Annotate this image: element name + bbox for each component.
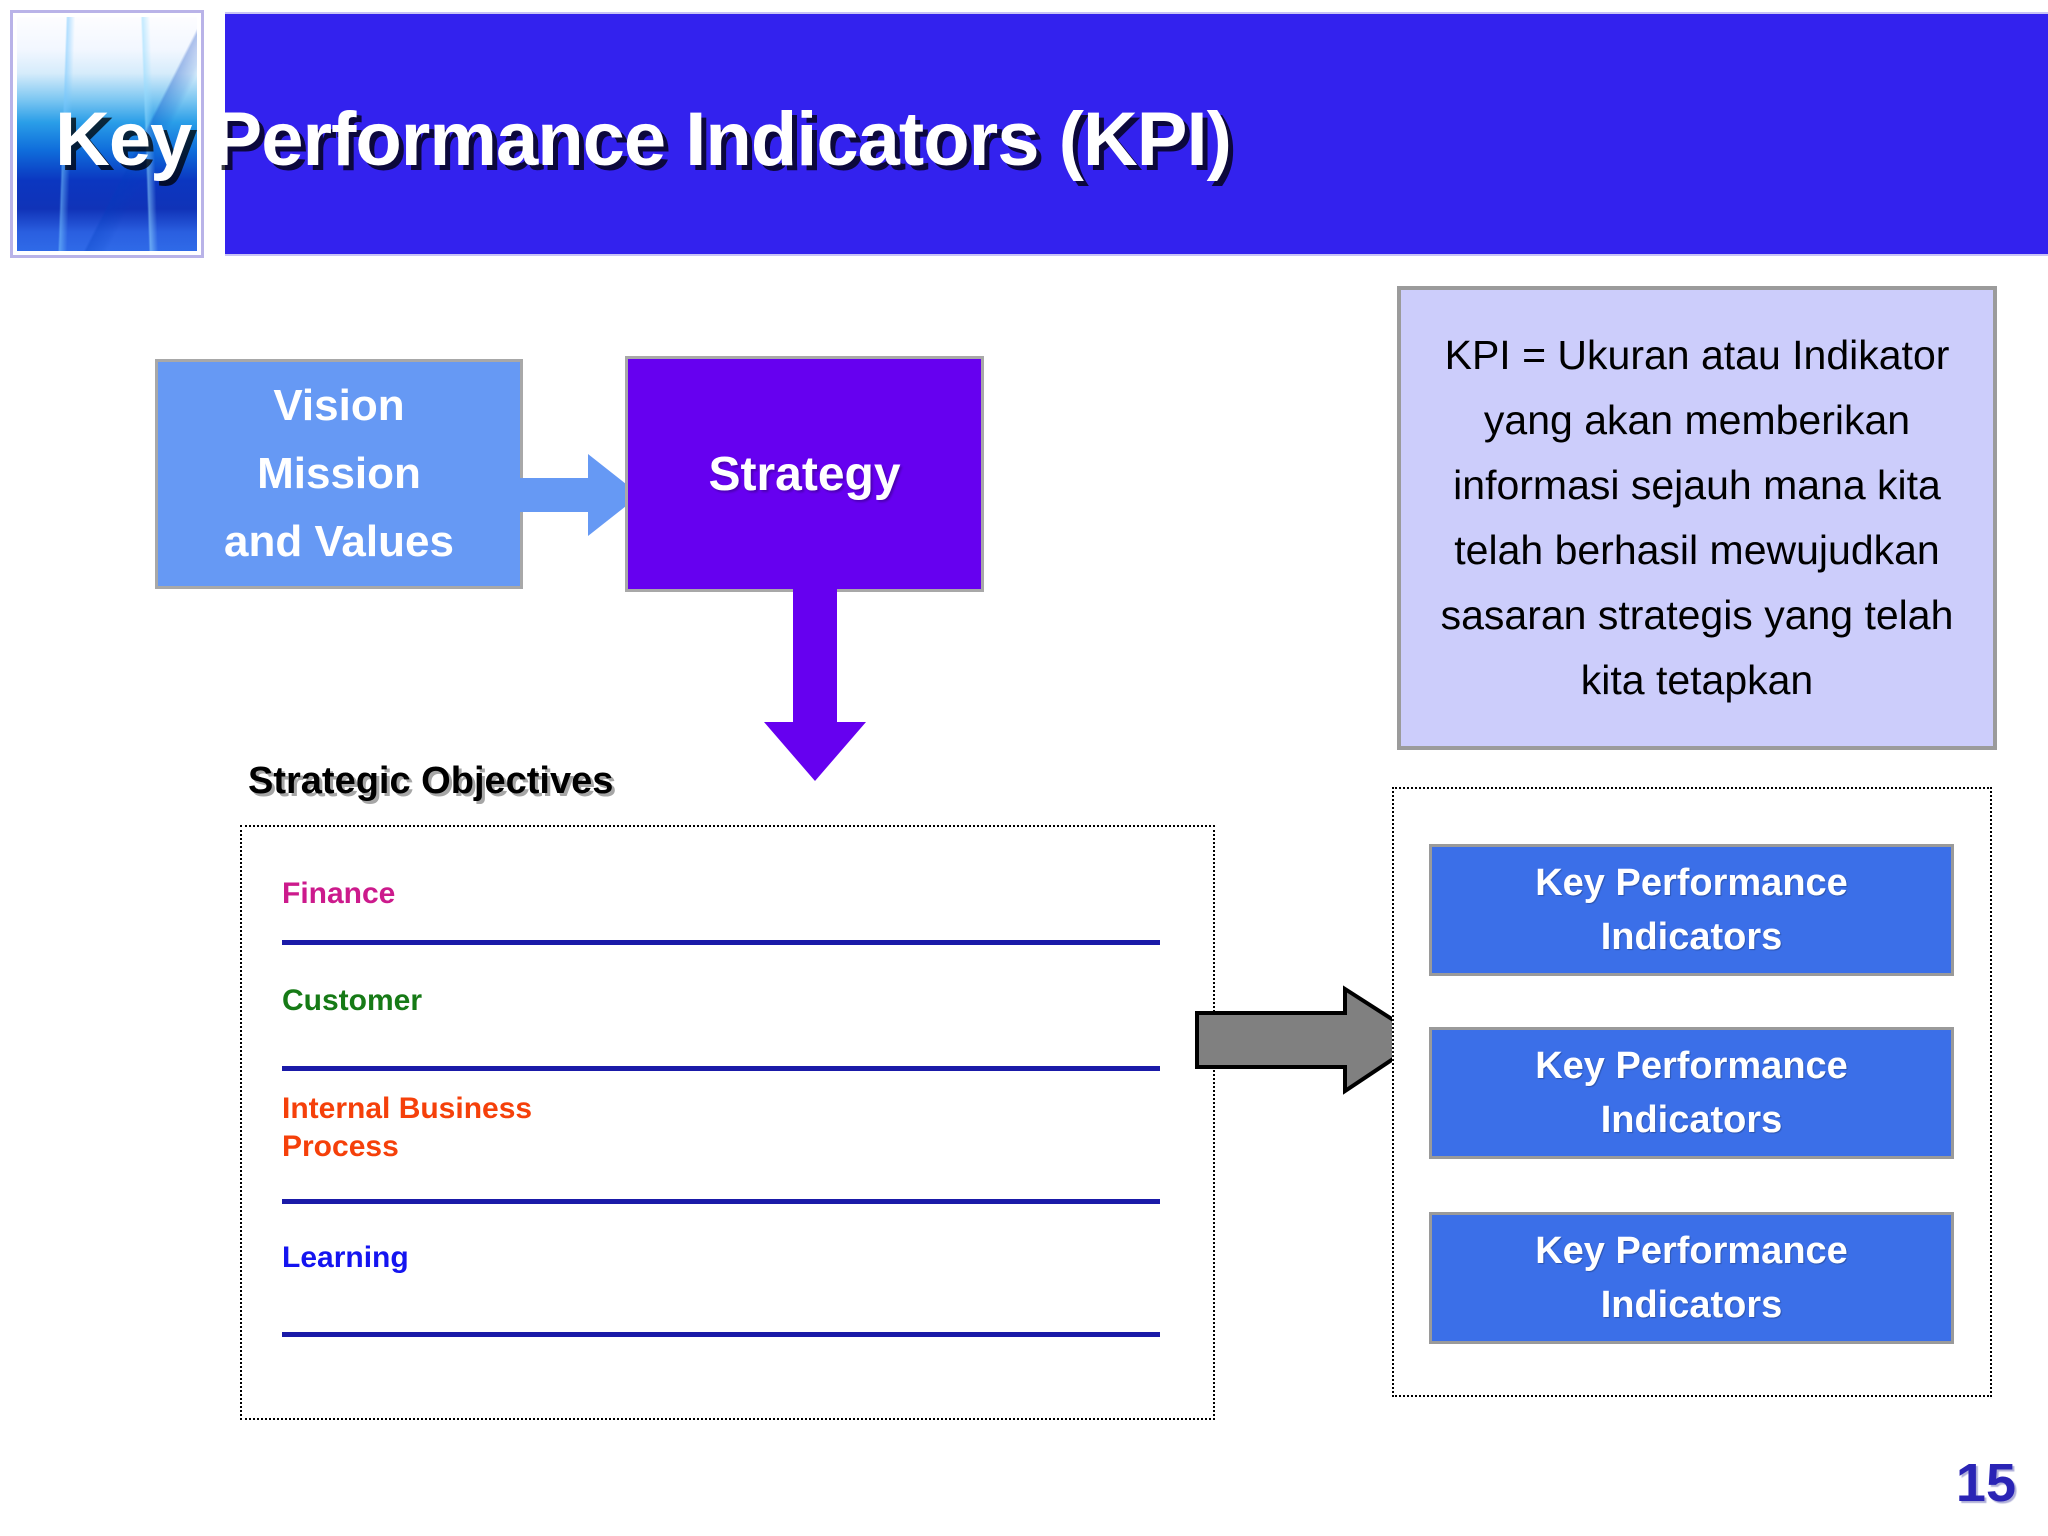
objective-divider-4 <box>282 1332 1160 1337</box>
objective-label-learning: Learning <box>282 1241 409 1274</box>
decorative-blue-abstract-image <box>17 17 197 251</box>
vision-mission-values-box: Vision Mission and Values <box>155 359 523 589</box>
kpi-item-3: Key Performance Indicators <box>1429 1212 1954 1344</box>
kpi-definition-text: KPI = Ukuran atau Indikator yang akan me… <box>1440 332 1954 703</box>
objective-divider-3 <box>282 1199 1160 1204</box>
kpi-list-container: Key Performance Indicators Key Performan… <box>1392 787 1992 1397</box>
kpi-item-1: Key Performance Indicators <box>1429 844 1954 976</box>
kpi-definition-box: KPI = Ukuran atau Indikator yang akan me… <box>1397 286 1997 750</box>
right-arrow-icon <box>1195 985 1425 1095</box>
down-arrow-icon <box>764 586 866 781</box>
logo-frame <box>10 10 204 258</box>
objective-row-customer: Customer <box>282 982 1162 1020</box>
objective-row-internal-business-process: Internal Business Process <box>282 1090 1162 1166</box>
objective-divider-1 <box>282 940 1160 945</box>
strategy-label: Strategy <box>708 447 901 501</box>
vision-line-3: and Values <box>224 517 454 566</box>
right-arrow-icon <box>500 454 640 536</box>
objective-label-customer: Customer <box>282 984 423 1017</box>
objective-divider-2 <box>282 1066 1160 1071</box>
vision-line-1: Vision <box>273 381 405 430</box>
kpi-item-2: Key Performance Indicators <box>1429 1027 1954 1159</box>
slide-header: Key Performance Indicators (KPI) <box>0 0 2048 262</box>
objective-row-learning: Learning <box>282 1239 1162 1277</box>
page-title: Key Performance Indicators (KPI) <box>55 97 1232 182</box>
objective-label-finance: Finance <box>282 877 396 910</box>
objective-label-internal-business-process: Internal Business Process <box>282 1092 533 1163</box>
title-banner <box>225 12 2048 256</box>
objective-row-finance: Finance <box>282 875 1162 913</box>
strategy-box: Strategy <box>625 356 984 592</box>
strategic-objectives-heading: Strategic Objectives <box>248 760 614 802</box>
vision-line-2: Mission <box>257 449 421 498</box>
page-number: 15 <box>1955 1453 2016 1513</box>
strategic-objectives-box: Finance Customer Internal Business Proce… <box>240 825 1215 1420</box>
